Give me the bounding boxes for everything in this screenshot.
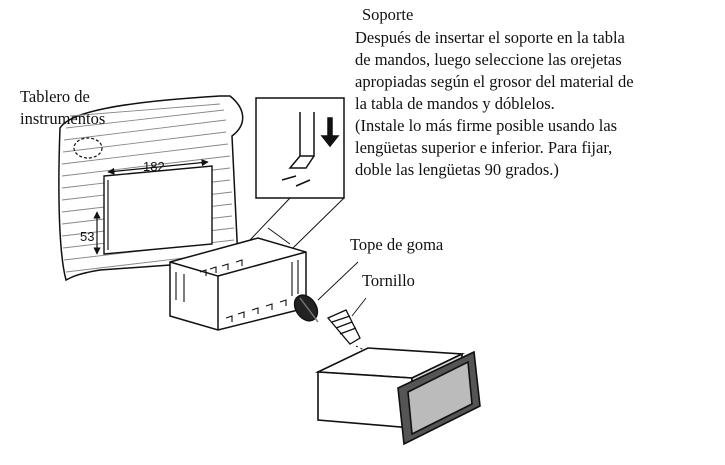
width-dimension-label: 182 [143,159,165,174]
soporte-desc-line-5: (Instale lo más firme posible usando las [355,116,618,135]
tab-bending-detail [209,97,345,293]
dashboard-label-line-1: Tablero de [20,87,90,106]
screw-label: Tornillo [362,271,415,290]
soporte-desc-line-7: doble las lengüetas 90 grados.) [355,160,559,179]
sleeve-leader [267,227,291,245]
width-dimension-arrow [107,159,209,175]
height-dimension-label: 53 [80,229,95,244]
rubber-stop-leader [317,261,359,301]
soporte-title: Soporte [362,5,414,24]
dashboard-panel [58,95,244,282]
soporte-desc-line-4: la tabla de mandos y dóblelos. [355,94,555,113]
soporte-desc-line-2: de mandos, luego seleccione las orejetas [355,50,622,69]
screw-leader [351,297,367,317]
head-unit [314,347,481,446]
rubber-stop [293,294,319,323]
screw [326,309,361,345]
rubber-stop-label: Tope de goma [350,235,444,254]
dashboard-label-line-2: instrumentos [20,109,106,128]
soporte-desc-line-6: lengüetas superior e inferior. Para fija… [355,138,613,157]
soporte-desc-line-1: Después de insertar el soporte en la tab… [355,28,625,47]
soporte-desc-line-3: apropiadas según el grosor del material … [355,72,634,91]
